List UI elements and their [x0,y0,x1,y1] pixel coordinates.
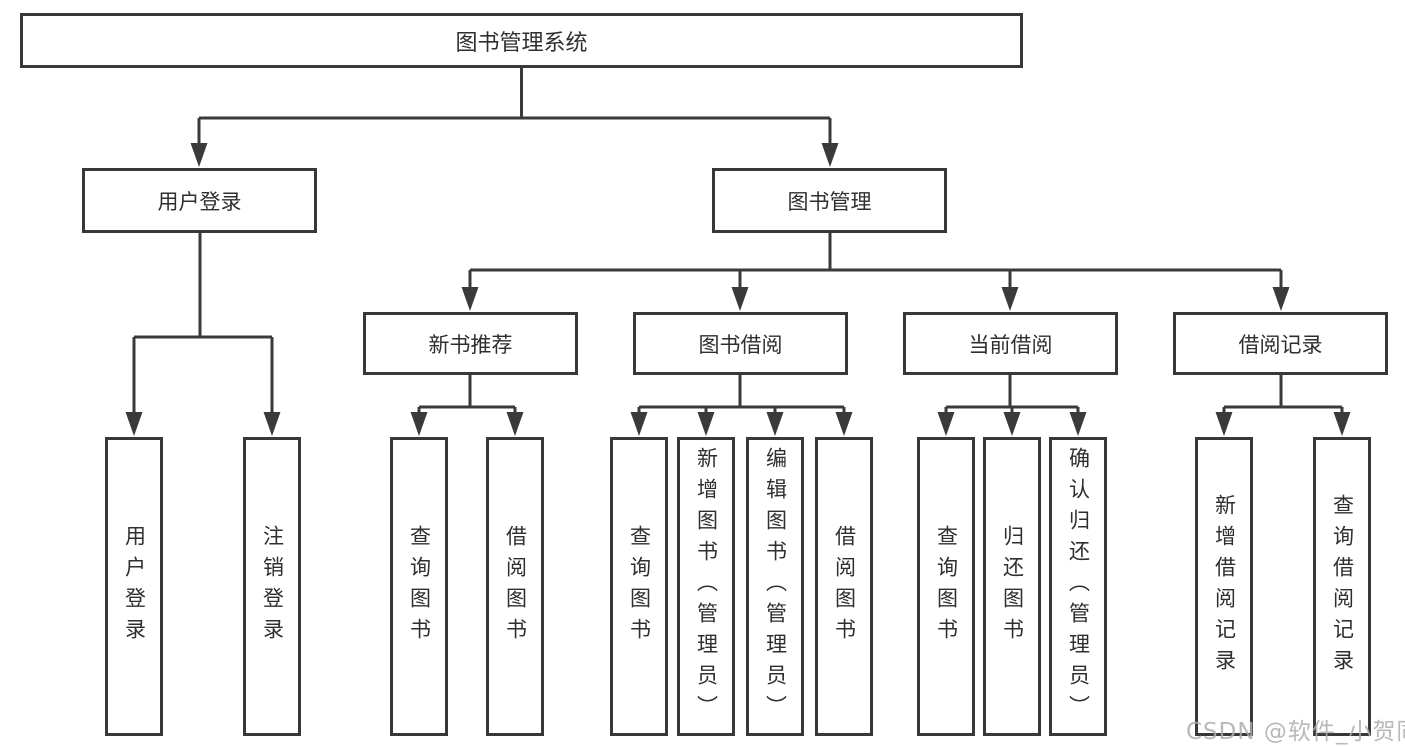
arrowhead-icon [461,287,479,311]
leaf-query-books-borrow-label: 查询图书 [627,524,652,649]
arrowhead-icon [263,412,281,436]
leaf-logout-label: 注销登录 [260,524,285,649]
node-user-login: 用户登录 [82,168,317,233]
leaf-return-books-label: 归还图书 [1000,524,1025,649]
arrowhead-icon [1069,412,1087,436]
leaf-query-borrow-record-label: 查询借阅记录 [1330,493,1355,680]
arrowhead-icon [835,412,853,436]
leaf-edit-book-admin: 编辑图书（管理员） [746,437,804,736]
node-current-borrow: 当前借阅 [903,312,1118,375]
leaf-add-book-admin: 新增图书（管理员） [677,437,735,736]
arrowhead-icon [821,143,839,167]
node-book-management: 图书管理 [712,168,947,233]
node-book-management-label: 图书管理 [787,189,872,214]
arrowhead-icon [506,412,524,436]
leaf-add-borrow-record: 新增借阅记录 [1195,437,1253,736]
leaf-edit-book-admin-label: 编辑图书（管理员） [763,447,788,726]
leaf-return-books: 归还图书 [983,437,1041,736]
leaf-borrow-books-recommend: 借阅图书 [486,437,544,736]
arrowhead-icon [1003,412,1021,436]
node-book-borrow: 图书借阅 [633,312,848,375]
leaf-query-books-current: 查询图书 [917,437,975,736]
leaf-borrow-books-recommend-label: 借阅图书 [503,524,528,649]
node-root-label: 图书管理系统 [455,30,588,56]
leaf-user-login-label: 用户登录 [122,524,147,649]
arrowhead-icon [937,412,955,436]
arrowhead-icon [766,412,784,436]
arrowheads [125,143,1351,436]
leaf-user-login: 用户登录 [105,437,163,736]
leaf-borrow-books-label: 借阅图书 [832,524,857,649]
arrowhead-icon [1001,287,1019,311]
leaf-query-books-borrow: 查询图书 [610,437,668,736]
arrowhead-icon [410,412,428,436]
leaf-add-borrow-record-label: 新增借阅记录 [1212,493,1237,680]
node-borrow-records: 借阅记录 [1173,312,1388,375]
arrowhead-icon [630,412,648,436]
node-borrow-records-label: 借阅记录 [1238,332,1323,357]
node-book-borrow-label: 图书借阅 [698,332,783,357]
node-new-book-recommend: 新书推荐 [363,312,578,375]
leaf-add-book-admin-label: 新增图书（管理员） [694,447,719,726]
leaf-query-books-recommend-label: 查询图书 [407,524,432,649]
arrowhead-icon [1215,412,1233,436]
node-user-login-label: 用户登录 [157,189,242,214]
node-new-book-recommend-label: 新书推荐 [428,332,513,357]
arrowhead-icon [731,287,749,311]
arrowhead-icon [1333,412,1351,436]
leaf-logout: 注销登录 [243,437,301,736]
leaf-query-books-current-label: 查询图书 [934,524,959,649]
leaf-query-borrow-record: 查询借阅记录 [1313,437,1371,736]
arrowhead-icon [125,412,143,436]
arrowhead-icon [190,143,208,167]
arrowhead-icon [697,412,715,436]
watermark: CSDN @软件_小贺同学 [1186,719,1405,745]
node-current-borrow-label: 当前借阅 [968,332,1053,357]
node-root: 图书管理系统 [20,13,1023,68]
arrowhead-icon [1272,287,1290,311]
leaf-borrow-books: 借阅图书 [815,437,873,736]
leaf-query-books-recommend: 查询图书 [390,437,448,736]
leaf-confirm-return-admin: 确认归还（管理员） [1049,437,1107,736]
leaf-confirm-return-admin-label: 确认归还（管理员） [1066,447,1091,726]
